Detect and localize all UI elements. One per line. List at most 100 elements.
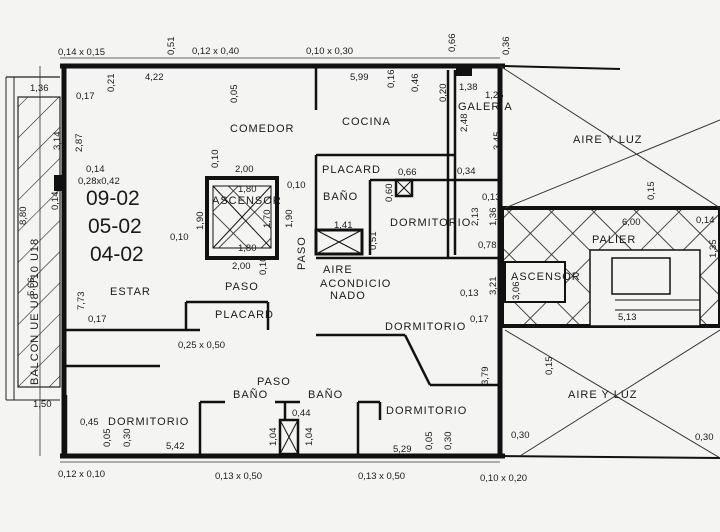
dim-label: 2,00 bbox=[232, 261, 251, 272]
room-cocina: COCINA bbox=[342, 116, 391, 128]
dim-label: 0,28x0,42 bbox=[78, 176, 120, 187]
dim-label: 1,90 bbox=[195, 212, 206, 231]
unit-code-3: 04-02 bbox=[90, 243, 144, 266]
room-placard-2: PLACARD bbox=[215, 309, 274, 321]
dim-label: 6,00 bbox=[622, 217, 641, 228]
room-aire-luz-2: AIRE Y LUZ bbox=[568, 389, 638, 401]
dim-label: 0,16 bbox=[386, 70, 397, 89]
dim-label: 8,80 bbox=[18, 207, 29, 226]
dim-label: 3,45 bbox=[492, 132, 503, 151]
room-paso-hall: PASO bbox=[257, 376, 291, 388]
dim-label: 0,44 bbox=[292, 408, 311, 419]
dimension-lines bbox=[39, 57, 500, 463]
room-acondicionado-2: NADO bbox=[330, 290, 366, 302]
room-comedor: COMEDOR bbox=[230, 123, 294, 135]
unit-code-1: 09-02 bbox=[86, 187, 140, 210]
dim-label: 3,21 bbox=[488, 277, 499, 296]
dim-label: 0,13 bbox=[460, 288, 479, 299]
dim-label: 0,36 bbox=[501, 37, 512, 56]
dim-label: 0,13 x 0,50 bbox=[215, 471, 262, 482]
dim-label: 1,36 bbox=[488, 208, 499, 227]
room-balcon: BALCON UE U8 U10 U18 bbox=[29, 238, 41, 385]
dim-label: 0,30 bbox=[122, 429, 133, 448]
room-estar: ESTAR bbox=[110, 286, 151, 298]
dim-label: 0,13 x 0,50 bbox=[358, 471, 405, 482]
dim-label: 0,20 bbox=[438, 84, 449, 103]
dim-label: 1,36 bbox=[30, 83, 49, 94]
dim-label: 0,15 bbox=[646, 182, 657, 201]
dim-label: 0,25 x 0,50 bbox=[178, 340, 225, 351]
dim-label: 0,14 bbox=[50, 192, 61, 211]
dim-label: 1,70 bbox=[262, 210, 273, 229]
room-ascensor-right: ASCENSOR bbox=[511, 271, 581, 283]
dim-label: 0,30 bbox=[511, 430, 530, 441]
dim-label: 1,80 bbox=[238, 243, 257, 254]
dim-label: 5,29 bbox=[393, 444, 412, 455]
room-aire-luz-1: AIRE Y LUZ bbox=[573, 134, 643, 146]
room-dormitorio-2: DORMITORIO bbox=[385, 321, 466, 333]
dim-label: 1,38 bbox=[459, 82, 478, 93]
dim-label: 0,45 bbox=[80, 417, 99, 428]
room-palier: PALIER bbox=[592, 234, 636, 246]
dim-label: 5,99 bbox=[350, 72, 369, 83]
dim-label: 0,10 bbox=[170, 232, 189, 243]
dim-label: 0,10 bbox=[287, 180, 306, 191]
room-galeria: GALERIA bbox=[458, 101, 513, 113]
dim-label: 1,80 bbox=[238, 184, 257, 195]
dim-label: 0,10 x 0,30 bbox=[306, 46, 353, 57]
room-dormitorio-4: DORMITORIO bbox=[386, 405, 467, 417]
dim-label: 0,05 bbox=[229, 85, 240, 104]
balcony bbox=[5, 76, 61, 401]
dim-label: 2,48 bbox=[459, 114, 470, 133]
dim-label: 5,66 bbox=[26, 278, 37, 297]
room-bano-3: BAÑO bbox=[308, 388, 343, 401]
dim-label: 2,13 bbox=[470, 208, 481, 227]
dim-label: 5,13 bbox=[618, 312, 637, 323]
dim-label: 0,51 bbox=[368, 232, 379, 251]
dim-label: 0,78 bbox=[478, 240, 497, 251]
dim-label: 0,51 bbox=[166, 37, 177, 56]
dim-label: 0,66 bbox=[447, 34, 458, 53]
dim-label: 0,17 bbox=[470, 314, 489, 325]
dim-label: 2,00 bbox=[235, 164, 254, 175]
room-labels: COMEDOR COCINA ESTAR PASO PASO PASO ASCE… bbox=[29, 101, 643, 428]
room-paso-vertical: PASO bbox=[296, 236, 308, 270]
room-dormitorio-1: DORMITORIO bbox=[390, 217, 471, 229]
dim-label: 0,05 bbox=[102, 429, 113, 448]
room-aire: AIRE bbox=[323, 264, 353, 276]
dim-label: 0,14 x 0,15 bbox=[58, 47, 105, 58]
dim-label: 1,90 bbox=[284, 210, 295, 229]
dim-label: 0,12 x 0,40 bbox=[192, 46, 239, 57]
dim-label: 5,42 bbox=[166, 441, 185, 452]
room-bano-2: BAÑO bbox=[233, 388, 268, 401]
dim-label: 1,50 bbox=[33, 399, 52, 410]
dim-label: 2,87 bbox=[74, 134, 85, 153]
dim-label: 0,17 bbox=[76, 91, 95, 102]
dim-label: 4,22 bbox=[145, 72, 164, 83]
dim-label: 1,04 bbox=[268, 428, 279, 447]
dim-label: 0,14 bbox=[696, 215, 715, 226]
dim-label: 0,30 bbox=[443, 432, 454, 451]
room-ascensor: ASCENSOR bbox=[212, 195, 282, 207]
elevator bbox=[205, 176, 279, 260]
dim-label: 0,12 x 0,10 bbox=[58, 469, 105, 480]
room-paso: PASO bbox=[225, 281, 259, 293]
dim-label: 0,14 bbox=[86, 164, 105, 175]
dim-label: 0,60 bbox=[384, 184, 395, 203]
room-placard-1: PLACARD bbox=[322, 164, 381, 176]
dim-label: 1,35 bbox=[708, 240, 719, 259]
room-acondicionado-1: ACONDICIO bbox=[320, 278, 391, 290]
shafts bbox=[54, 68, 472, 456]
dim-label: 0,21 bbox=[106, 74, 117, 93]
dim-label: 3,14 bbox=[52, 132, 63, 151]
unit-code-2: 05-02 bbox=[88, 215, 142, 238]
dimension-labels: 0,14 x 0,15 0,51 0,12 x 0,40 0,10 x 0,30… bbox=[18, 34, 719, 485]
dim-label: 7,73 bbox=[76, 292, 87, 311]
dim-label: 0,34 bbox=[457, 166, 476, 177]
stair-core bbox=[499, 65, 720, 459]
unit-codes: 09-02 05-02 04-02 bbox=[86, 187, 144, 266]
dim-label: 1,25 bbox=[485, 90, 504, 101]
dim-label: 3,06 bbox=[511, 282, 522, 301]
dim-label: 0,10 bbox=[210, 150, 221, 169]
